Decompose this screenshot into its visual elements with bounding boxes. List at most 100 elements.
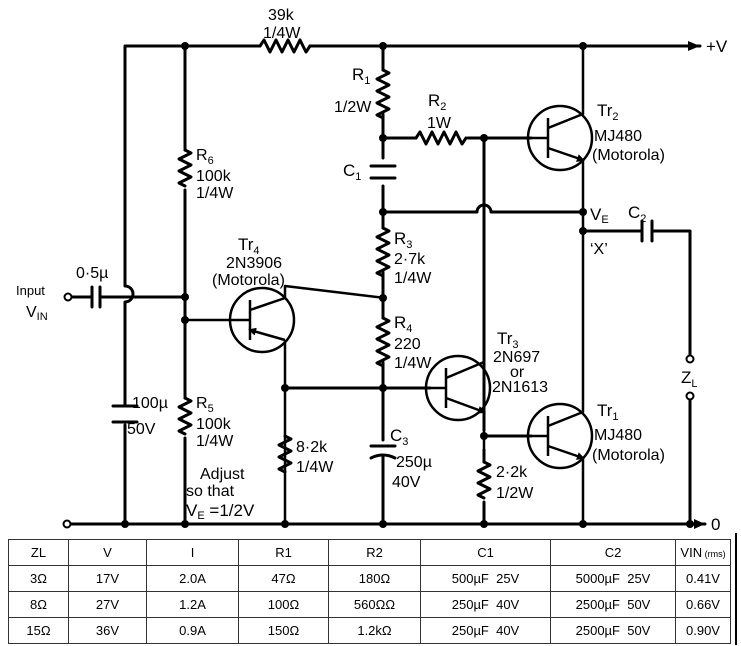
ve-label: VE xyxy=(590,205,609,226)
cell-r2: 180Ω xyxy=(328,565,421,592)
r1-power: 1/2W xyxy=(334,99,372,116)
r5-power: 1/4W xyxy=(196,433,234,450)
resistor-r6 xyxy=(177,148,193,188)
col-header-c2: C2 xyxy=(550,539,676,566)
table-header-row: ZL V I R1 R2 C1 C2 VIN (rms) xyxy=(8,539,731,566)
r6-label: R6 xyxy=(196,147,214,167)
amplifier-schematic: 39k 1/4W +V 0 100µ 50V Input VIN 0·5µ R6… xyxy=(16,7,728,534)
c-bypass-label: 100µ xyxy=(132,395,168,412)
col-header-vin-suffix: (rms) xyxy=(702,549,726,559)
cell-vin: 0.90V xyxy=(675,617,731,644)
r-feedback-power: 1/4W xyxy=(263,25,301,42)
col-header-r1: R1 xyxy=(238,539,329,566)
transistor-tr3 xyxy=(424,354,492,450)
tr1-manufacturer: (Motorola) xyxy=(592,447,665,464)
resistor-r3 xyxy=(375,226,391,278)
cell-c1: 250µF 40V xyxy=(420,591,551,618)
transistor-tr4 xyxy=(185,284,386,524)
r4-label: R4 xyxy=(394,313,412,335)
r6-value: 100k xyxy=(196,168,232,185)
table-row: 3Ω 17V 2.0A 47Ω 180Ω 500µF 25V 5000µF 25… xyxy=(8,565,731,592)
cell-c2: 2500µF 50V xyxy=(550,617,676,644)
tr1-part: MJ480 xyxy=(594,427,642,444)
r4-value: 220 xyxy=(394,336,421,353)
c-input-label: 0·5µ xyxy=(76,265,108,282)
load-terminal-top xyxy=(685,354,695,364)
cell-r1: 100Ω xyxy=(238,591,329,618)
capacitor-c1 xyxy=(369,164,397,180)
cell-vin: 0.41V xyxy=(675,565,731,592)
r3-label: R3 xyxy=(394,229,412,251)
tr3-label: Tr3 xyxy=(497,329,519,351)
supply-pos-label: +V xyxy=(706,37,728,56)
c1-label: C1 xyxy=(343,161,361,183)
adjust-note-2: so that xyxy=(186,483,235,500)
c3-voltage: 40V xyxy=(392,474,421,491)
resistor-r4 xyxy=(375,316,391,368)
cell-c1: 250µF 40V xyxy=(420,617,551,644)
r3-value: 2·7k xyxy=(394,251,426,268)
supply-rail-positive xyxy=(123,41,702,51)
r-8k2-power: 1/4W xyxy=(296,459,334,476)
col-header-c1: C1 xyxy=(420,539,551,566)
component-table: ZL V I R1 R2 C1 C2 VIN (rms) 3Ω 17V 2.0A… xyxy=(8,539,731,644)
tr3-part: 2N697 xyxy=(493,349,540,366)
table-row: 8Ω 27V 1.2A 100Ω 560ΩΩ 250µF 40V 2500µF … xyxy=(8,591,731,618)
table-side-rule xyxy=(735,533,737,645)
zl-label: ZL xyxy=(681,368,698,390)
cell-zl: 8Ω xyxy=(8,591,69,618)
cell-v: 36V xyxy=(68,617,147,644)
r5-label: R5 xyxy=(196,395,214,415)
resistor-39k xyxy=(258,38,312,54)
r6-power: 1/4W xyxy=(196,185,234,202)
wire-left-bus xyxy=(123,44,135,526)
r5-value: 100k xyxy=(196,416,232,433)
resistor-2k2 xyxy=(476,460,492,500)
col-header-zl: ZL xyxy=(8,539,69,566)
node-x-label: ‘X’ xyxy=(590,241,608,258)
cell-c2: 5000µF 25V xyxy=(550,565,676,592)
col-header-i: I xyxy=(146,539,239,566)
load-terminal-bottom xyxy=(685,391,695,401)
input-label-1: Input xyxy=(16,283,45,298)
cell-r2: 560ΩΩ xyxy=(328,591,421,618)
col-header-vin: VIN (rms) xyxy=(675,539,731,566)
resistor-r2 xyxy=(414,130,468,146)
r-feedback-label: 39k xyxy=(268,7,295,24)
cell-v: 17V xyxy=(68,565,147,592)
tr3-or: or xyxy=(510,364,525,381)
cell-c2: 2500µF 50V xyxy=(550,591,676,618)
adjust-note-1: Adjust xyxy=(200,466,245,483)
cell-r1: 47Ω xyxy=(238,565,329,592)
cell-i: 0.9A xyxy=(146,617,239,644)
resistor-r1 xyxy=(375,68,391,120)
tr1-label: Tr1 xyxy=(597,401,619,423)
r-2k2-power: 1/2W xyxy=(496,485,534,502)
cell-i: 2.0A xyxy=(146,565,239,592)
cell-c1: 500µF 25V xyxy=(420,565,551,592)
r-2k2-label: 2·2k xyxy=(496,464,528,481)
tr4-manufacturer: (Motorola) xyxy=(212,272,285,289)
capacitor-c3 xyxy=(369,444,397,460)
cell-zl: 15Ω xyxy=(8,617,69,644)
tr4-label: Tr4 xyxy=(238,235,260,257)
cell-vin: 0.66V xyxy=(675,591,731,618)
cell-i: 1.2A xyxy=(146,591,239,618)
input-label-2: VIN xyxy=(26,304,48,323)
cell-zl: 3Ω xyxy=(8,565,69,592)
c2-label: C2 xyxy=(628,203,646,225)
adjust-note-3: VE =1/2V xyxy=(186,501,255,522)
tr2-manufacturer: (Motorola) xyxy=(592,147,665,164)
table-row: 15Ω 36V 0.9A 150Ω 1.2kΩ 250µF 40V 2500µF… xyxy=(8,617,731,644)
cell-r1: 150Ω xyxy=(238,617,329,644)
cell-v: 27V xyxy=(68,591,147,618)
r1-label: R1 xyxy=(352,65,370,87)
capacitor-input xyxy=(90,285,102,309)
c3-value: 250µ xyxy=(396,454,432,471)
capacitor-c2 xyxy=(640,219,654,243)
c3-label: C3 xyxy=(390,426,408,448)
col-header-vin-main: VIN xyxy=(680,545,703,560)
r4-power: 1/4W xyxy=(394,355,432,372)
resistor-8k2 xyxy=(277,434,293,474)
tr2-part: MJ480 xyxy=(594,128,642,145)
